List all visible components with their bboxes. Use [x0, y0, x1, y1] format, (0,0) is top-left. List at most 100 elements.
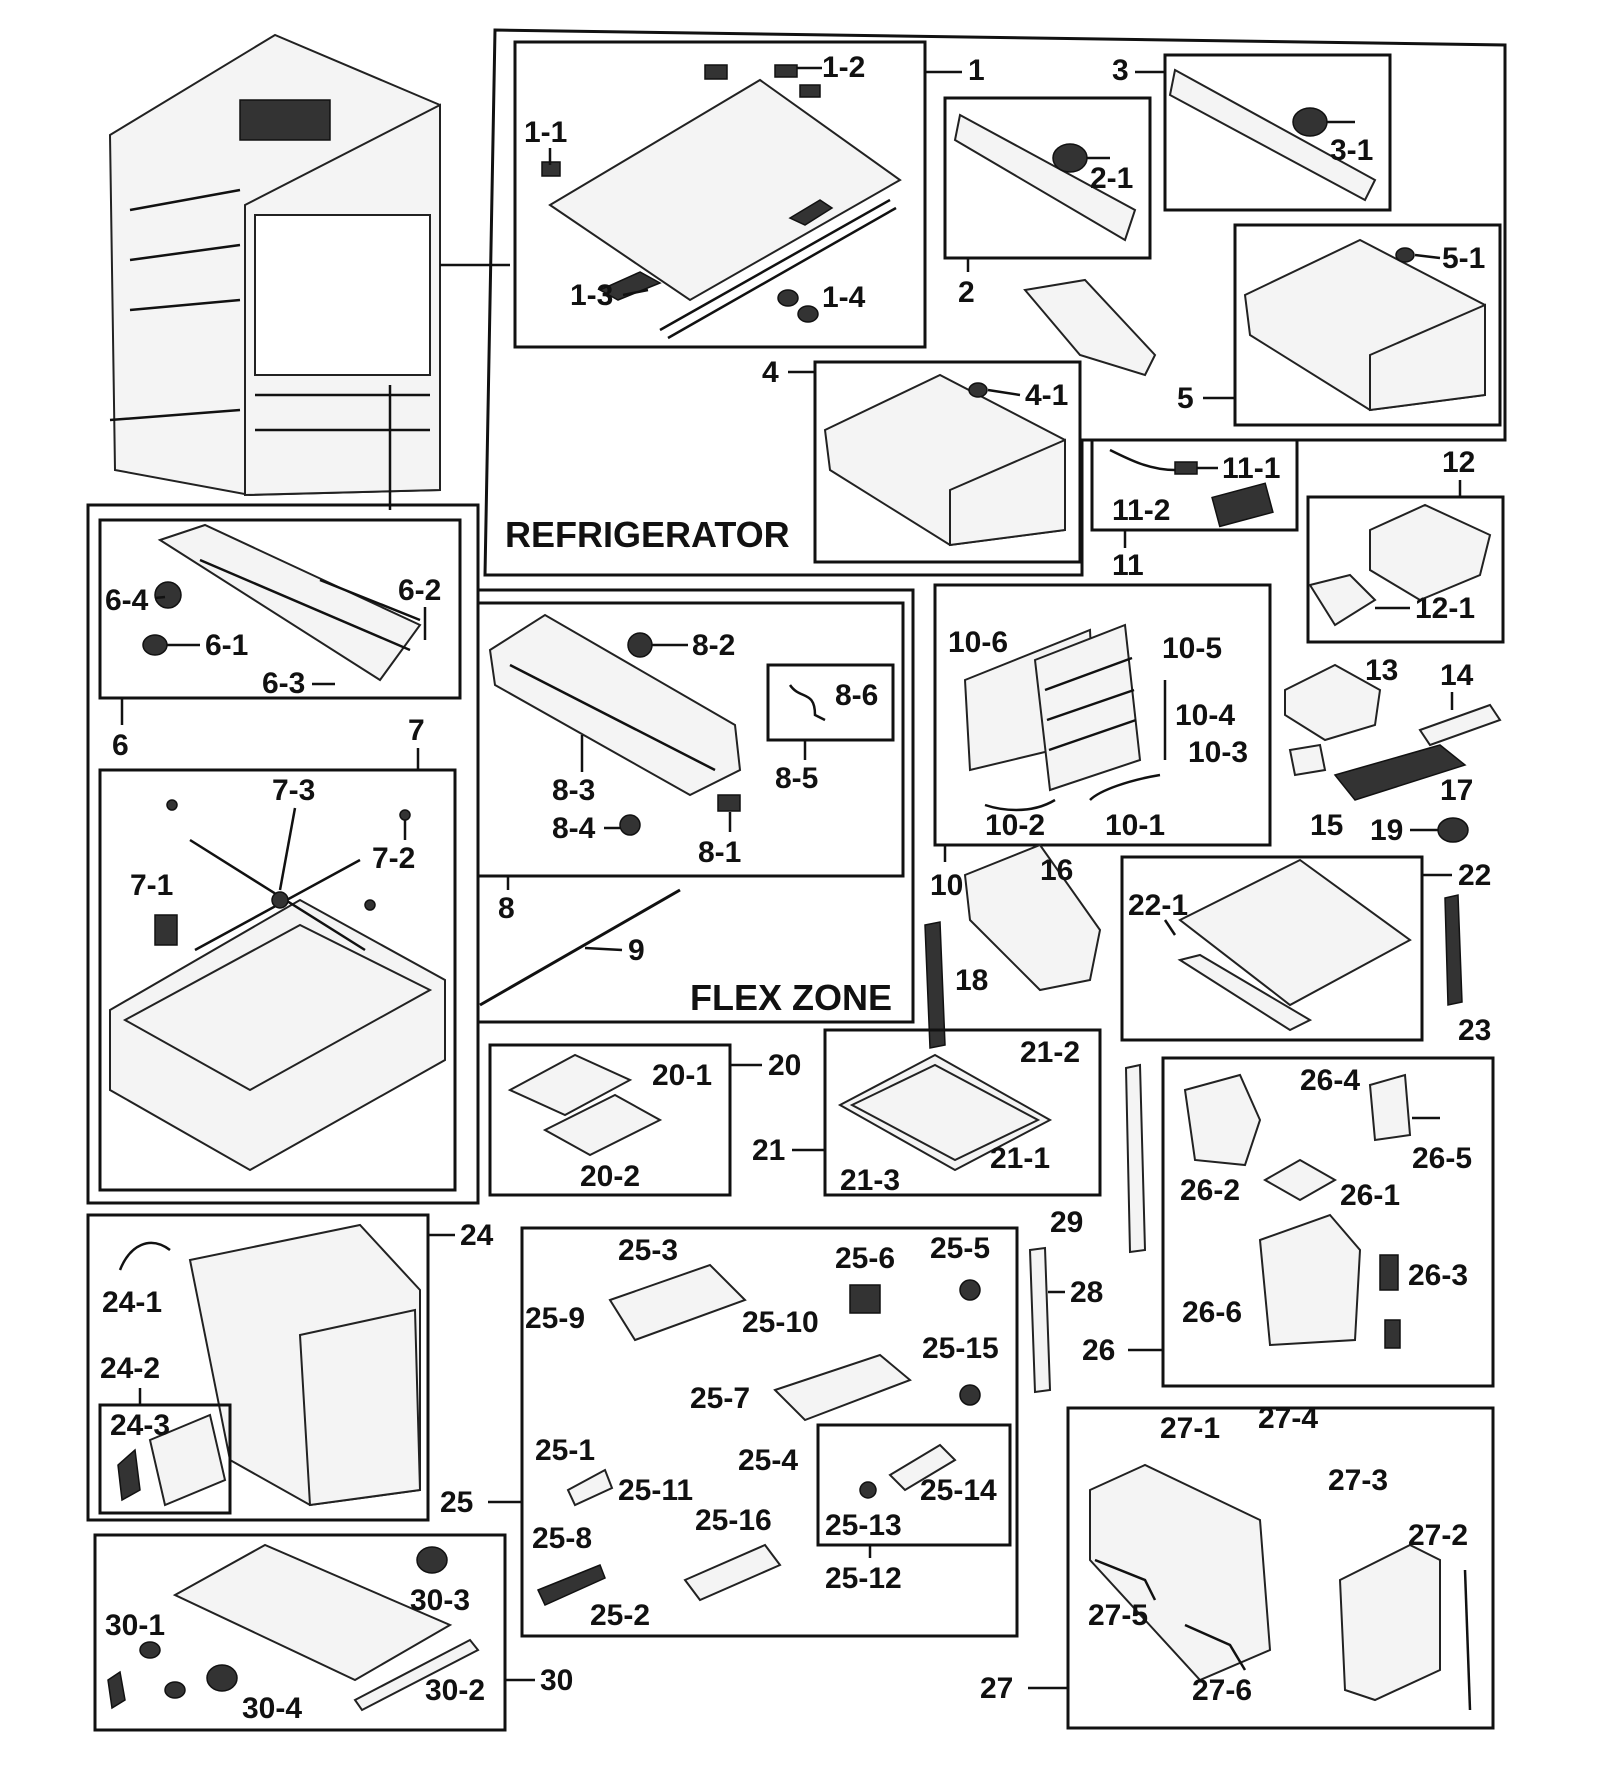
label-27-4: 27-4 [1258, 1402, 1318, 1435]
ice-maker-27 [1089, 1463, 1272, 1682]
label-10-6: 10-6 [948, 626, 1008, 659]
part-17 [1333, 744, 1467, 801]
label-26: 26 [1082, 1334, 1115, 1367]
label-25-8: 25-8 [532, 1522, 592, 1555]
shelf-22 [1178, 858, 1412, 1007]
label-7: 7 [408, 714, 425, 747]
refrigerator-title: REFRIGERATOR [505, 514, 790, 555]
label-27-1: 27-1 [1160, 1412, 1220, 1445]
heater-20-2 [542, 1093, 663, 1157]
label-7-2: 7-2 [372, 842, 415, 875]
ice-maker-16 [963, 843, 1102, 992]
box-part-27 [1066, 1406, 1495, 1730]
part-25-8 [566, 1468, 614, 1507]
part-19 [1437, 817, 1469, 843]
label-25-4: 25-4 [738, 1444, 798, 1477]
label-8-4: 8-4 [552, 812, 596, 845]
label-27-3: 27-3 [1328, 1464, 1388, 1497]
label-25: 25 [440, 1486, 473, 1519]
label-17: 17 [1440, 774, 1473, 807]
flex-zone-title: FLEX ZONE [690, 977, 892, 1018]
label-10: 10 [930, 869, 963, 902]
label-30-2: 30-2 [425, 1674, 485, 1707]
label-8-3: 8-3 [552, 774, 595, 807]
label-3-1: 3-1 [1330, 134, 1373, 167]
label-26-6: 26-6 [1182, 1296, 1242, 1329]
box-part-3 [1163, 53, 1392, 212]
label-8-5: 8-5 [775, 762, 818, 795]
label-25-14: 25-14 [920, 1474, 997, 1507]
label-6-2: 6-2 [398, 574, 441, 607]
box-part-25 [520, 1226, 1019, 1638]
label-1-4: 1-4 [822, 281, 866, 314]
part-29 [1124, 1063, 1147, 1254]
label-6-1: 6-1 [205, 629, 248, 662]
label-8-1: 8-1 [698, 836, 741, 869]
label-11-1: 11-1 [1222, 452, 1280, 485]
label-21: 21 [752, 1134, 785, 1167]
label-26-3: 26-3 [1408, 1259, 1468, 1292]
flex-zone-frame [476, 588, 915, 1024]
part-26-1 [1262, 1158, 1338, 1202]
ice-bucket-27 [1338, 1543, 1441, 1702]
box-part-20 [488, 1043, 732, 1197]
label-19: 19 [1370, 814, 1403, 847]
label-24-2: 24-2 [100, 1352, 160, 1385]
label-7-1: 7-1 [130, 869, 173, 902]
part-23 [1444, 894, 1463, 1006]
label-5: 5 [1177, 382, 1194, 415]
ice-bucket-motor-26-2 [1183, 1073, 1262, 1167]
heater-20-1 [507, 1053, 633, 1117]
shelf-glass [548, 78, 902, 302]
label-26-1: 26-1 [1340, 1179, 1400, 1212]
part-14 [1418, 703, 1502, 747]
label-25-1: 25-1 [535, 1434, 595, 1467]
label-8: 8 [498, 892, 515, 925]
label-24-1: 24-1 [102, 1286, 162, 1319]
box-part-26 [1161, 1056, 1495, 1388]
label-30-4: 30-4 [242, 1692, 302, 1725]
label-25-13: 25-13 [825, 1509, 902, 1542]
label-6-3: 6-3 [262, 667, 305, 700]
label-12-1: 12-1 [1415, 592, 1475, 625]
box-part-30 [93, 1533, 507, 1732]
label-22: 22 [1458, 859, 1491, 892]
label-30-1: 30-1 [105, 1609, 165, 1642]
label-30-3: 30-3 [410, 1584, 470, 1617]
label-1: 1 [968, 54, 985, 87]
box-part-2 [943, 96, 1152, 260]
label-27-2: 27-2 [1408, 1519, 1468, 1552]
label-12: 12 [1442, 446, 1475, 479]
label-20-2: 20-2 [580, 1160, 640, 1193]
drawer-front-trim [157, 523, 422, 682]
box-part-6 [98, 518, 462, 700]
label-25-6: 25-6 [835, 1242, 895, 1275]
label-23: 23 [1458, 1014, 1491, 1047]
label-25-7: 25-7 [690, 1382, 750, 1415]
label-10-1: 10-1 [1105, 809, 1165, 842]
box-part-1 [513, 40, 927, 349]
part-26-5 [1368, 1073, 1412, 1142]
box-part-5 [1233, 223, 1502, 427]
label-29: 29 [1050, 1206, 1083, 1239]
label-20: 20 [768, 1049, 801, 1082]
label-13: 13 [1365, 654, 1398, 687]
label-14: 14 [1440, 659, 1474, 692]
box-part-10 [933, 583, 1272, 847]
part-13 [1284, 663, 1382, 742]
shelf-30 [172, 1543, 453, 1682]
label-10-5: 10-5 [1162, 632, 1222, 665]
label-10-2: 10-2 [985, 809, 1045, 842]
label-8-6: 8-6 [835, 679, 878, 712]
part-15 [1288, 743, 1327, 777]
label-26-2: 26-2 [1180, 1174, 1240, 1207]
label-26-5: 26-5 [1412, 1142, 1472, 1175]
control-board-25-3 [608, 1263, 747, 1342]
box-part-4 [813, 360, 1082, 564]
box-part-24 [86, 1213, 430, 1522]
label-27-6: 27-6 [1192, 1674, 1252, 1707]
label-24: 24 [460, 1219, 494, 1252]
label-15: 15 [1310, 809, 1343, 842]
label-1-2: 1-2 [822, 51, 865, 84]
box-part-7 [98, 768, 457, 1192]
